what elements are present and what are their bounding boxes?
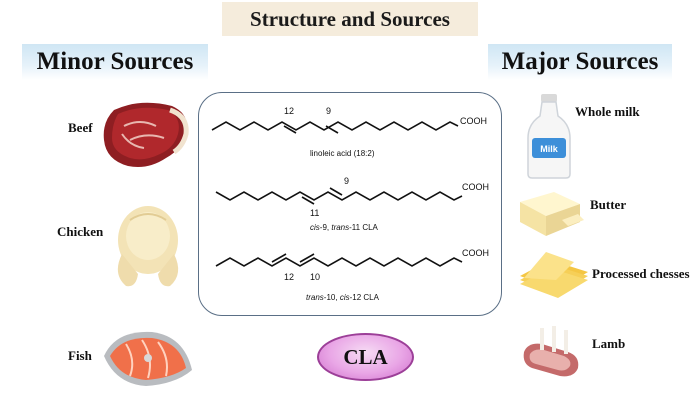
lamb-label: Lamb bbox=[592, 336, 626, 351]
cla-10-12-locant-10: 10 bbox=[310, 272, 320, 282]
linoleic-cooh: COOH bbox=[460, 116, 487, 126]
fish-label: Fish bbox=[68, 348, 92, 363]
page-title: Structure and Sources bbox=[222, 2, 478, 36]
cla-10-12-chain bbox=[215, 257, 463, 267]
double-bond-12b bbox=[271, 253, 287, 263]
butter-image bbox=[520, 192, 584, 236]
processed-cheeses-label: Processed chesses bbox=[592, 266, 690, 281]
whole-milk-label: Whole milk bbox=[575, 104, 640, 119]
cla-10-12-cooh: COOH bbox=[462, 248, 489, 258]
lamb-image bbox=[523, 326, 579, 377]
cla-9-11-cooh: COOH bbox=[462, 182, 489, 192]
butter-label: Butter bbox=[590, 197, 627, 212]
minor-sources-heading: Minor Sources bbox=[22, 44, 208, 80]
double-bond-9 bbox=[325, 125, 339, 134]
fish-image bbox=[104, 331, 192, 386]
cla-9-11-caption: cis-9, trans-11 CLA bbox=[310, 223, 379, 232]
cla-10-12-caption: trans-10, cis-12 CLA bbox=[306, 293, 380, 302]
chemical-structures: 12 9 COOH linoleic acid (18:2) 9 11 COOH… bbox=[211, 106, 489, 302]
double-bond-11 bbox=[301, 196, 315, 205]
chicken-image bbox=[117, 206, 179, 287]
cla-9-11-chain bbox=[215, 191, 463, 201]
processed-cheese-image bbox=[520, 252, 588, 298]
beef-label: Beef bbox=[68, 120, 93, 135]
double-bond-10 bbox=[299, 253, 315, 263]
beef-image bbox=[103, 102, 189, 167]
double-bond-9b bbox=[329, 187, 343, 196]
milk-bottle-text: Milk bbox=[540, 144, 558, 154]
milk-bottle-image: Milk bbox=[527, 94, 571, 179]
linoleic-locant-9: 9 bbox=[326, 106, 331, 116]
major-sources-heading: Major Sources bbox=[488, 44, 672, 80]
cla-oval: CLA bbox=[317, 333, 414, 381]
cla-9-11-locant-11: 11 bbox=[310, 208, 319, 218]
double-bond-12 bbox=[283, 125, 297, 134]
linoleic-locant-12: 12 bbox=[284, 106, 294, 116]
cla-9-11-locant-9: 9 bbox=[344, 176, 349, 186]
linoleic-acid-chain bbox=[211, 121, 459, 131]
chicken-label: Chicken bbox=[57, 224, 104, 239]
linoleic-acid-caption: linoleic acid (18:2) bbox=[310, 149, 375, 158]
cla-10-12-locant-12: 12 bbox=[284, 272, 294, 282]
